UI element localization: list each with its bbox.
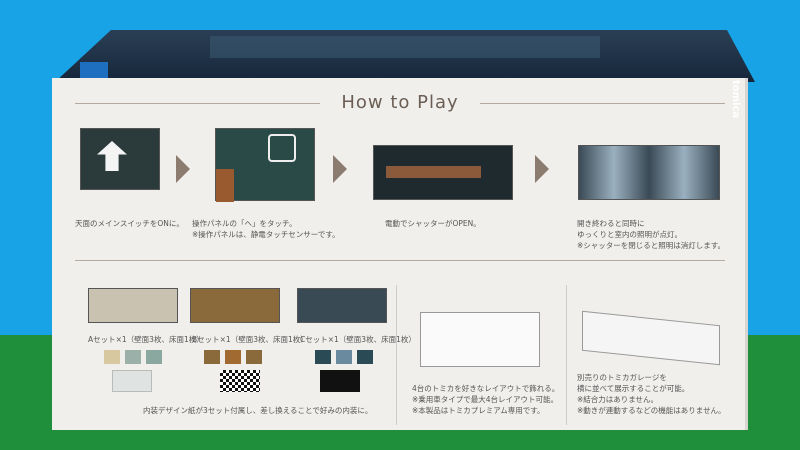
set-c-floor	[320, 370, 360, 392]
step2-text: 操作パネルの「ヘ」をタッチ。※操作パネルは、静電タッチセンサーです。	[192, 219, 340, 239]
layout-illustration	[420, 312, 540, 367]
divider	[75, 260, 725, 261]
set-b-swatches	[204, 350, 262, 364]
step4-text: 開き終わると同時にゆっくりと室内の照明が点灯。※シャッターを閉じると照明は消灯し…	[577, 219, 726, 250]
brand-logo: tomica	[730, 80, 741, 119]
step4-image	[578, 145, 720, 200]
step1-image	[80, 128, 160, 190]
set-a-image	[88, 288, 178, 323]
set-b-image	[190, 288, 280, 323]
set-c-image	[297, 288, 387, 323]
step3-image	[373, 145, 513, 200]
set-a-swatches	[104, 350, 162, 364]
divider	[396, 285, 397, 425]
box-face	[52, 78, 748, 430]
set-c-label: Cセット×1（壁面3枚、床面1枚）	[300, 335, 416, 344]
set-b-floor	[220, 370, 260, 392]
lid-logo	[80, 62, 108, 78]
next-arrow-icon	[333, 155, 347, 183]
divider	[566, 285, 567, 425]
lid-print	[210, 36, 600, 58]
garage-note: 別売りのトミカガレージを横に並べて展示することが可能。※結合力はありません。※動…	[577, 373, 726, 415]
set-c-swatches	[315, 350, 373, 364]
step3-text: 電動でシャッターがOPEN。	[385, 219, 481, 228]
sets-note: 内装デザイン紙が3セット付属し、差し換えることで好みの内装に。	[143, 406, 373, 415]
arrow-up-icon	[97, 141, 127, 171]
set-a-floor	[112, 370, 152, 392]
layout-note: 4台のトミカを好きなレイアウトで飾れる。※乗用車タイプで最大4台レイアウト可能。…	[412, 384, 560, 415]
divider	[480, 103, 725, 104]
next-arrow-icon	[535, 155, 549, 183]
set-b-label: Bセット×1（壁面3枚、床面1枚）	[192, 335, 308, 344]
step2-image	[215, 128, 315, 202]
next-arrow-icon	[176, 155, 190, 183]
section-title: How to Play	[341, 92, 459, 113]
step1-text: 天面のメインスイッチをONに。	[75, 219, 184, 228]
divider	[75, 103, 320, 104]
set-a-label: Aセット×1（壁面3枚、床面1枚）	[88, 335, 204, 344]
